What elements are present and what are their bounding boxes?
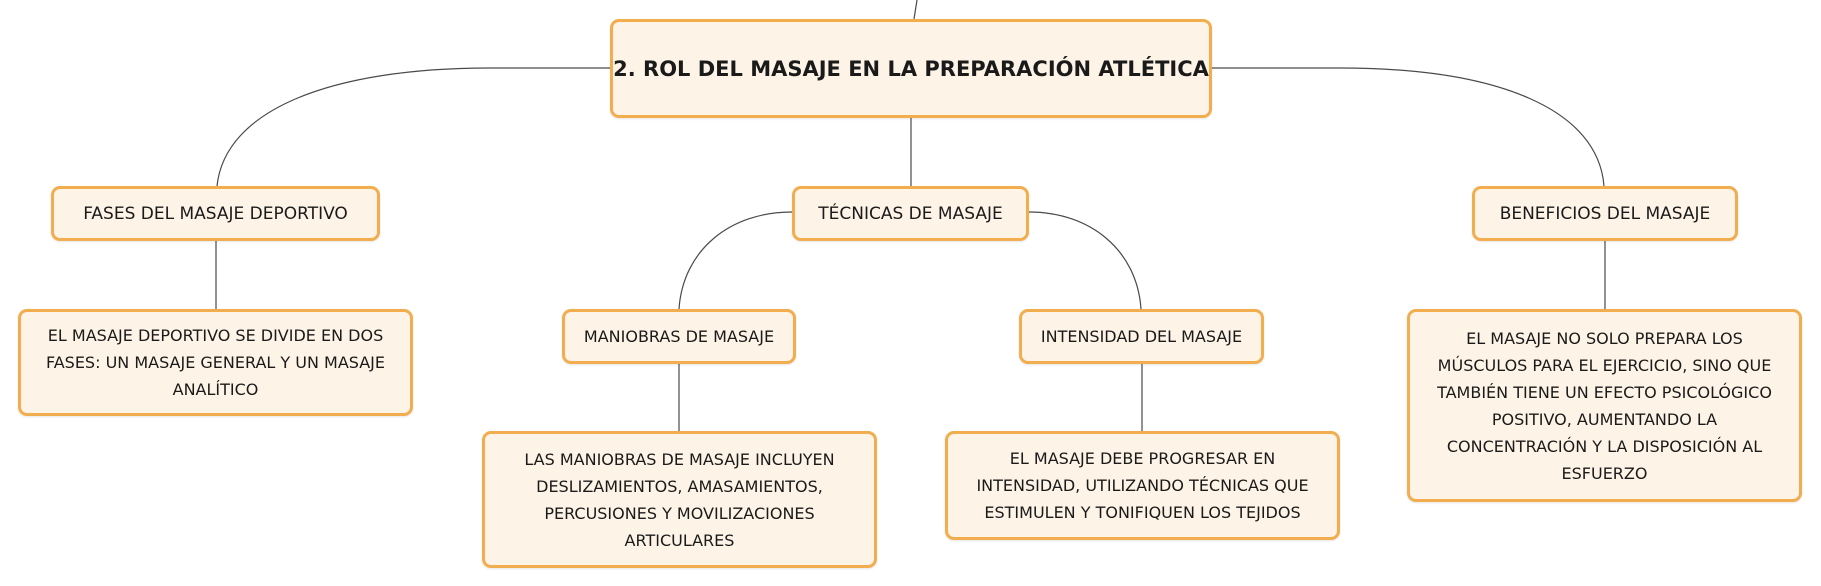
detail-intensidad[interactable]: EL MASAJE DEBE PROGRESAR EN INTENSIDAD, … [945,431,1340,540]
topic-tecnicas-label: TÉCNICAS DE MASAJE [818,203,1003,224]
topic-beneficios-label: BENEFICIOS DEL MASAJE [1499,203,1711,224]
connector-parent-to-root [913,0,918,20]
detail-beneficios-text: EL MASAJE NO SOLO PREPARA LOS MÚSCULOS P… [1437,328,1772,483]
detail-fases[interactable]: EL MASAJE DEPORTIVO SE DIVIDE EN DOS FAS… [18,309,413,416]
detail-intensidad-text: EL MASAJE DEBE PROGRESAR EN INTENSIDAD, … [976,449,1309,522]
connector-tecnicas-to-maniobras [678,211,793,310]
detail-maniobras[interactable]: LAS MANIOBRAS DE MASAJE INCLUYEN DESLIZA… [482,431,877,568]
connector-root-to-fases [216,67,610,187]
topic-beneficios[interactable]: BENEFICIOS DEL MASAJE [1472,186,1738,241]
topic-fases[interactable]: FASES DEL MASAJE DEPORTIVO [51,186,380,241]
detail-beneficios[interactable]: EL MASAJE NO SOLO PREPARA LOS MÚSCULOS P… [1407,309,1802,502]
topic-tecnicas[interactable]: TÉCNICAS DE MASAJE [792,186,1029,241]
connector-root-to-beneficios [1212,67,1605,187]
detail-maniobras-text: LAS MANIOBRAS DE MASAJE INCLUYEN DESLIZA… [524,449,835,550]
subtopic-intensidad-label: INTENSIDAD DEL MASAJE [1040,327,1243,346]
topic-fases-label: FASES DEL MASAJE DEPORTIVO [83,203,348,224]
root-topic-label: 2. ROL DEL MASAJE EN LA PREPARACIÓN ATLÉ… [613,56,1209,81]
connector-tecnicas-to-intensidad [1028,211,1142,310]
subtopic-intensidad[interactable]: INTENSIDAD DEL MASAJE [1019,309,1264,364]
detail-fases-text: EL MASAJE DEPORTIVO SE DIVIDE EN DOS FAS… [45,326,385,399]
root-topic[interactable]: 2. ROL DEL MASAJE EN LA PREPARACIÓN ATLÉ… [610,19,1212,118]
subtopic-maniobras[interactable]: MANIOBRAS DE MASAJE [562,309,796,364]
subtopic-maniobras-label: MANIOBRAS DE MASAJE [583,327,775,346]
